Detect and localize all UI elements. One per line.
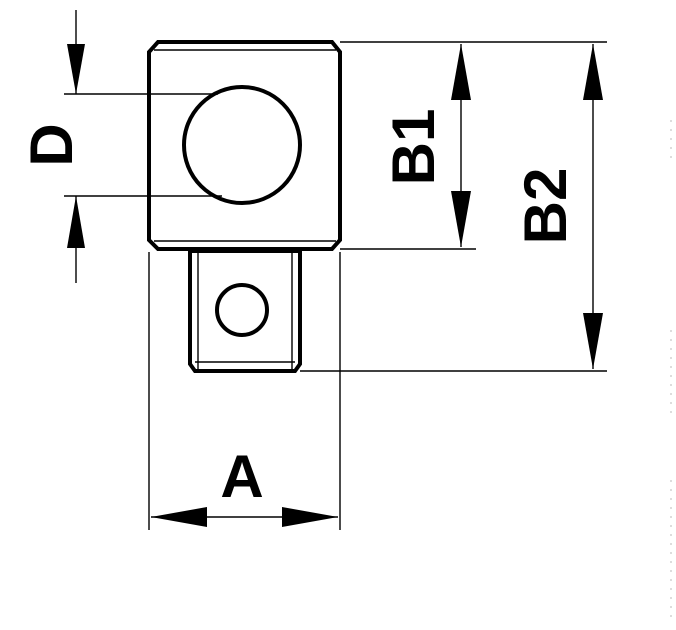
dimension-a-arrow-right [282, 507, 338, 527]
dimension-d-arrow-top [67, 44, 85, 94]
dimension-d-label: D [18, 123, 85, 166]
dimension-b1-arrow-top [451, 44, 471, 100]
dimension-b1-arrow-bottom [451, 191, 471, 247]
dimension-b2: B2 [300, 41, 607, 372]
dimension-a: A [148, 252, 341, 530]
square-drive-outline [188, 249, 302, 373]
dimension-d: D [18, 10, 222, 283]
square-body [147, 40, 342, 251]
dimension-b1-label: B1 [380, 109, 447, 186]
dimension-a-label: A [220, 443, 263, 510]
square-drive [188, 249, 302, 373]
square-body-outline [147, 40, 342, 251]
dimension-d-arrow-bottom [67, 196, 85, 248]
dimension-b1: B1 [340, 44, 476, 250]
dimension-a-arrow-left [151, 507, 207, 527]
dimension-b2-arrow-bottom [583, 313, 603, 369]
ball-detent-bore-circle [182, 85, 302, 205]
dimension-b2-label: B2 [512, 168, 579, 245]
dimension-b2-arrow-top [583, 44, 603, 100]
ball-detent-circle [215, 283, 269, 337]
